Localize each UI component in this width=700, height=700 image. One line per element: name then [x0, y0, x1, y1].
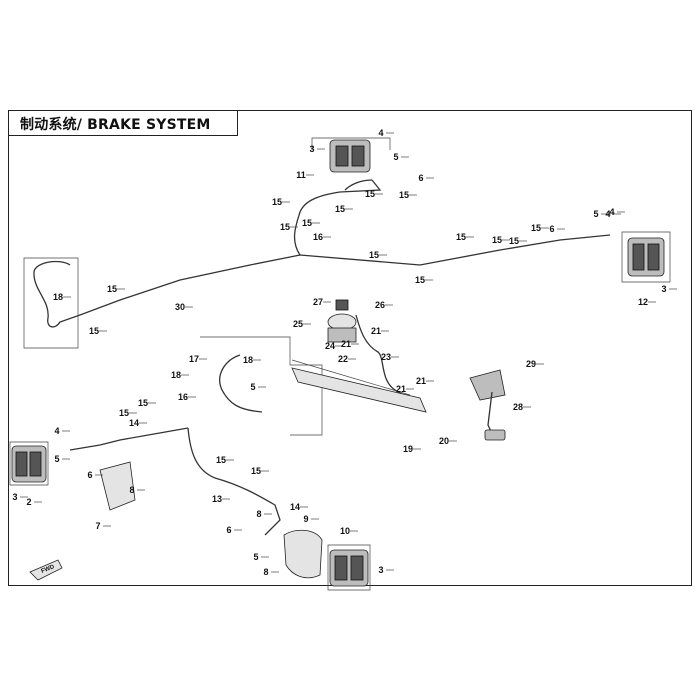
- callout-21: 21: [371, 326, 381, 336]
- page-title: 制动系统/ BRAKE SYSTEM: [20, 117, 211, 133]
- callout-15: 15: [456, 232, 466, 242]
- callout-21: 21: [416, 376, 426, 386]
- callout-18: 18: [53, 292, 63, 302]
- callout-15: 15: [302, 218, 312, 228]
- bottom-line: [187, 427, 281, 536]
- callout-3: 3: [12, 492, 17, 502]
- fwd-arrow: [29, 559, 63, 581]
- callout-2: 2: [26, 497, 31, 507]
- pedal-guide: [291, 359, 411, 396]
- master-cylinder-line: [355, 314, 421, 406]
- callout-30: 30: [175, 302, 185, 312]
- callout-15: 15: [335, 204, 345, 214]
- main-brake-line: [33, 234, 611, 328]
- callout-8: 8: [129, 485, 134, 495]
- left-brake-shield: [99, 461, 136, 511]
- callout-8: 8: [256, 509, 261, 519]
- callout-15: 15: [272, 197, 282, 207]
- callout-15: 15: [509, 236, 519, 246]
- callout-10: 10: [340, 526, 350, 536]
- callout-5: 5: [253, 552, 258, 562]
- callout-15: 15: [107, 284, 117, 294]
- callout-15: 15: [251, 466, 261, 476]
- callout-5: 5: [54, 454, 59, 464]
- callout-4: 4: [378, 128, 383, 138]
- callout-6: 6: [87, 470, 92, 480]
- brake-pedal-pad: [484, 429, 506, 441]
- callout-29: 29: [526, 359, 536, 369]
- bottom-caliper-boundary: [327, 544, 371, 591]
- rear-left-line-boundary: [23, 257, 79, 349]
- front-caliper-line: [344, 179, 373, 191]
- caliper-front-top: [329, 139, 371, 173]
- callout-21: 21: [341, 339, 351, 349]
- callout-5: 5: [393, 152, 398, 162]
- callout-15: 15: [365, 189, 375, 199]
- master-cylinder-body: [327, 327, 357, 343]
- reservoir-cap: [335, 299, 349, 311]
- callout-12: 12: [638, 297, 648, 307]
- caliper-right: [627, 237, 665, 277]
- callout-5: 5: [593, 209, 598, 219]
- callout-3: 3: [661, 284, 666, 294]
- pedal-cross-bar: [291, 367, 427, 413]
- pedal-bracket: [469, 369, 506, 401]
- callout-15: 15: [531, 223, 541, 233]
- right-caliper-boundary: [621, 231, 671, 283]
- callout-27: 27: [313, 297, 323, 307]
- callout-5: 5: [250, 382, 255, 392]
- callout-4: 4: [605, 209, 610, 219]
- callout-15: 15: [280, 222, 290, 232]
- callout-28: 28: [513, 402, 523, 412]
- callout-6: 6: [549, 224, 554, 234]
- callout-6: 6: [418, 173, 423, 183]
- fwd-label: FWD: [41, 564, 57, 575]
- line-boundary: [200, 336, 323, 436]
- callout-25: 25: [293, 319, 303, 329]
- callout-3: 3: [309, 144, 314, 154]
- callout-18: 18: [243, 355, 253, 365]
- callout-18: 18: [171, 370, 181, 380]
- front-top-boundary: [311, 137, 391, 150]
- callout-23: 23: [381, 352, 391, 362]
- callout-16: 16: [178, 392, 188, 402]
- callout-19: 19: [403, 444, 413, 454]
- callout-4: 4: [609, 207, 614, 217]
- bottom-brake-shield: [283, 529, 323, 579]
- callout-6: 6: [226, 525, 231, 535]
- callout-16: 16: [313, 232, 323, 242]
- callout-20: 20: [439, 436, 449, 446]
- caliper-bottom: [329, 549, 369, 587]
- callout-13: 13: [212, 494, 222, 504]
- callout-3: 3: [378, 565, 383, 575]
- callout-7: 7: [95, 521, 100, 531]
- callout-15: 15: [369, 250, 379, 260]
- callout-14: 14: [129, 418, 139, 428]
- left-cross-line: [69, 427, 189, 451]
- callout-15: 15: [492, 235, 502, 245]
- callout-15: 15: [119, 408, 129, 418]
- callout-11: 11: [296, 170, 306, 180]
- callout-15: 15: [399, 190, 409, 200]
- title-box: [8, 110, 238, 136]
- callout-17: 17: [189, 354, 199, 364]
- callout-15: 15: [216, 455, 226, 465]
- callout-8: 8: [263, 567, 268, 577]
- callout-9: 9: [303, 514, 308, 524]
- callout-14: 14: [290, 502, 300, 512]
- callout-26: 26: [375, 300, 385, 310]
- callout-15: 15: [89, 326, 99, 336]
- callout-21: 21: [396, 384, 406, 394]
- caliper-left: [11, 445, 47, 483]
- callout-15: 15: [415, 275, 425, 285]
- rear-supply-line: [219, 354, 263, 413]
- callout-24: 24: [325, 341, 335, 351]
- left-caliper-boundary: [9, 441, 49, 486]
- callout-22: 22: [338, 354, 348, 364]
- callout-15: 15: [138, 398, 148, 408]
- front-riser-line: [293, 179, 382, 256]
- callout-4: 4: [54, 426, 59, 436]
